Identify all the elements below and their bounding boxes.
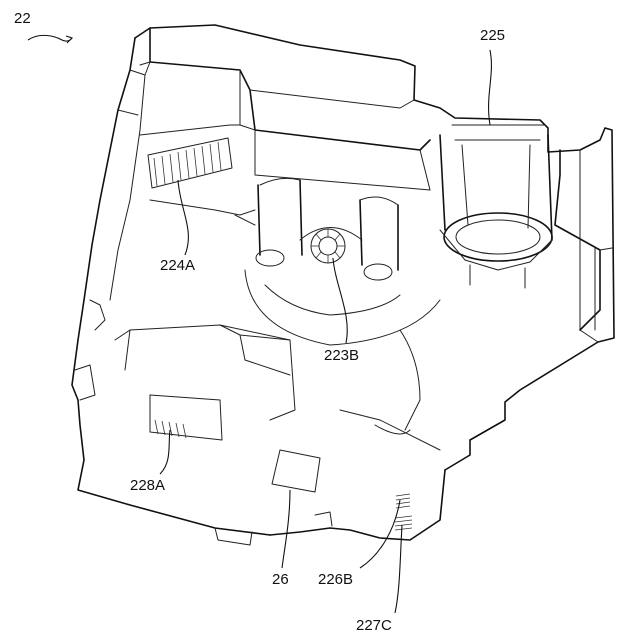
label-26: 26: [272, 490, 290, 588]
gear-228A: [150, 395, 222, 440]
svg-text:26: 26: [272, 571, 289, 588]
leader-227C: [395, 525, 402, 613]
svg-text:22: 22: [14, 10, 31, 27]
label-225: 225: [480, 27, 505, 125]
label-223B: 223B: [324, 258, 359, 364]
lower-block: [75, 300, 440, 450]
leader-223B: [333, 258, 347, 343]
label-227C: 227C: [356, 525, 402, 634]
label-plate-26: [272, 450, 320, 492]
leader-26: [282, 490, 290, 568]
label-22: 22: [14, 10, 72, 43]
svg-text:227C: 227C: [356, 617, 392, 634]
cylinder-225: [440, 125, 552, 288]
svg-text:225: 225: [480, 27, 505, 44]
center-hub: [245, 178, 440, 345]
leader-228A: [160, 430, 170, 474]
svg-text:226B: 226B: [318, 571, 353, 588]
svg-text:228A: 228A: [130, 477, 165, 494]
arrow-22: [28, 35, 72, 41]
bottom-tabs: [215, 512, 332, 545]
gear-224A: [148, 138, 232, 188]
label-228A: 228A: [130, 430, 170, 494]
leader-224A: [178, 180, 188, 255]
leader-225: [489, 50, 492, 125]
svg-text:223B: 223B: [324, 347, 359, 364]
housing: [72, 25, 614, 540]
label-224A: 224A: [160, 180, 195, 274]
svg-text:224A: 224A: [160, 257, 195, 274]
